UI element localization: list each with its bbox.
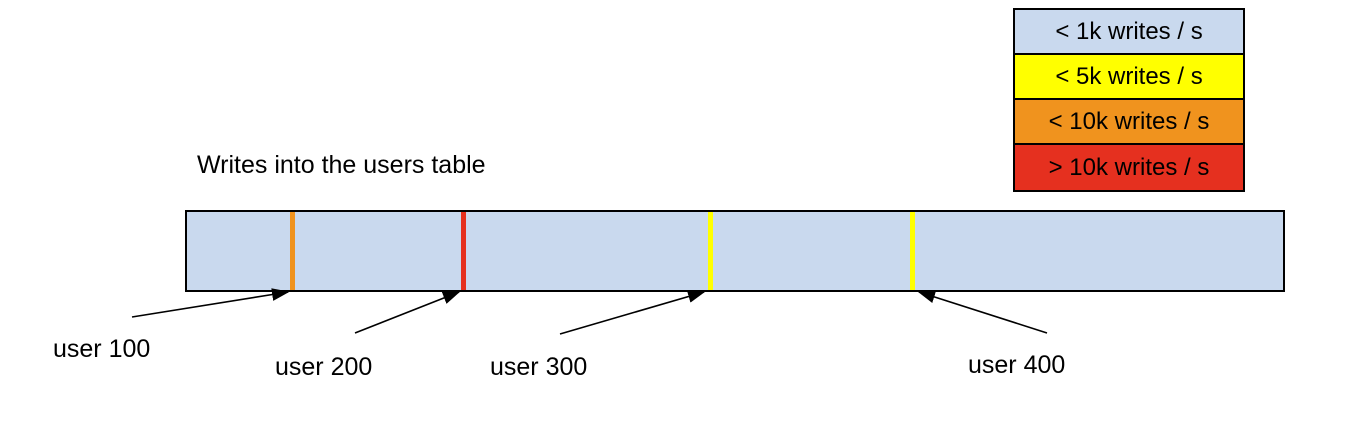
hot-user-marker-200 [461, 212, 466, 290]
arrow-user-400 [917, 290, 1048, 334]
legend-item-label: < 1k writes / s [1055, 17, 1203, 45]
arrow-user-200 [354, 291, 461, 334]
hot-user-marker-400 [910, 212, 915, 290]
legend-item-label: < 10k writes / s [1048, 107, 1210, 135]
callout-label-user-300: user 300 [490, 353, 588, 381]
legend-item-lt-1k: < 1k writes / s [1015, 10, 1243, 55]
callout-label-user-200: user 200 [275, 353, 373, 381]
write-rate-legend: < 1k writes / s < 5k writes / s < 10k wr… [1013, 8, 1245, 192]
legend-item-lt-5k: < 5k writes / s [1015, 55, 1243, 100]
hot-user-marker-300 [708, 212, 713, 290]
legend-item-label: < 5k writes / s [1055, 62, 1203, 90]
callout-label-user-400: user 400 [968, 351, 1066, 379]
callout-label-user-100: user 100 [53, 335, 151, 363]
legend-item-lt-10k: < 10k writes / s [1015, 100, 1243, 145]
arrow-user-300 [559, 290, 706, 335]
legend-item-gt-10k: > 10k writes / s [1015, 145, 1243, 190]
hot-user-marker-100 [290, 212, 295, 290]
arrow-user-100 [131, 288, 290, 318]
legend-item-label: > 10k writes / s [1048, 153, 1210, 181]
diagram-title: Writes into the users table [197, 151, 486, 179]
users-table-bar [185, 210, 1285, 292]
